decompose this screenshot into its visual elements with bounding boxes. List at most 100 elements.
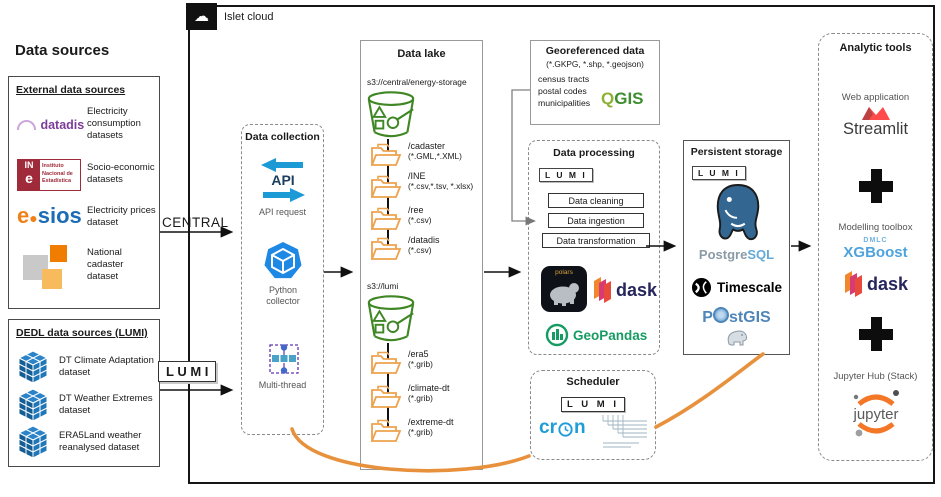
- georeferenced-item: municipalities: [538, 98, 591, 108]
- folder-formats: (*.grib): [408, 427, 433, 437]
- georeferenced-item: census tracts: [538, 74, 590, 84]
- scheduler-title: Scheduler: [566, 376, 620, 388]
- folder-name: /era5: [408, 349, 429, 359]
- multi-thread-icon: [266, 341, 302, 377]
- s3-bucket-icon: [365, 89, 417, 141]
- web-application-label: Web application: [841, 92, 910, 103]
- dataset-label: DT Climate Adaptation dataset: [59, 355, 154, 378]
- dask-logo: dask: [819, 269, 932, 299]
- plus-icon: [859, 169, 893, 203]
- folder-row: [369, 173, 403, 201]
- bucket-name: s3://lumi: [367, 281, 399, 291]
- folder-formats: (*.csv,*.tsv, *.xlsx): [408, 181, 474, 191]
- georeferenced-formats: (*.GKPG, *.shp, *.geojson): [546, 59, 644, 69]
- islet-cloud-box: [188, 5, 935, 484]
- geopandas-icon: [545, 323, 569, 347]
- api-text: API: [271, 172, 294, 188]
- data-sources-title: Data sources: [15, 42, 110, 59]
- cron-clock-icon: [558, 422, 573, 437]
- xgboost-logo: DMLC XGBoost: [843, 237, 908, 261]
- georeferenced-item: postal codes: [538, 86, 587, 96]
- api-request-label: API request: [258, 207, 307, 217]
- folder-name: /climate-dt: [408, 383, 450, 393]
- data-processing-box: Data processing L U M I Data cleaning Da…: [528, 140, 660, 355]
- dask-logo: dask: [592, 275, 657, 305]
- analytic-tools-box: Analytic tools Web application Streamlit…: [818, 33, 933, 461]
- lumi-env-chip: L U M I: [692, 166, 746, 180]
- folder-icon: [370, 143, 402, 166]
- lumi-env-chip: L U M I: [561, 397, 625, 412]
- ine-logo: IN e Instituto Nacional de Estadística: [17, 159, 81, 191]
- persistent-storage-box: Persistent storage L U M I PostgreSQL Ti…: [683, 140, 790, 355]
- central-flow-label: CENTRAL: [162, 215, 229, 230]
- folder-row: [369, 235, 403, 263]
- python-collector-icon: [263, 241, 303, 281]
- dedl-data-sources-box: DEDL data sources (LUMI) DT Climate Adap…: [8, 319, 160, 467]
- bucket-name: s3://central/energy-storage: [367, 77, 467, 87]
- jupyterhub-label: Jupyter Hub (Stack): [833, 371, 918, 382]
- folder-icon: [370, 419, 402, 442]
- data-lake-title: Data lake: [397, 48, 446, 60]
- multi-thread-label: Multi-thread: [258, 380, 307, 390]
- dataset-label: National cadaster dataset: [87, 247, 124, 282]
- qgis-logo: QGIS: [601, 89, 644, 108]
- geopandas-logo: GeoPandas: [545, 323, 647, 347]
- datadis-logo: datadis: [17, 116, 84, 134]
- data-collection-box: Data collection API API request Python c…: [241, 124, 324, 435]
- api-icon: API: [257, 157, 309, 203]
- folder-icon: [370, 351, 402, 374]
- folder-row: [369, 383, 403, 411]
- folder-formats: (*.GML,*.XML): [408, 151, 462, 161]
- dataset-label: Socio-economic datasets: [87, 162, 155, 185]
- data-lake-box: Data lake s3://central/energy-storage: [360, 40, 483, 470]
- folder-name: /INE: [408, 171, 426, 181]
- data-collection-title: Data collection: [245, 131, 320, 143]
- folder-icon: [370, 175, 402, 198]
- folder-connector-line: [387, 343, 389, 429]
- streamlit-wordmark: Streamlit: [842, 120, 909, 138]
- cube-icon: [17, 425, 49, 461]
- timescale-logo: Timescale: [684, 277, 789, 298]
- georeferenced-data-box: Georeferenced data (*.GKPG, *.shp, *.geo…: [530, 40, 660, 125]
- cadaster-logo: [23, 245, 71, 293]
- jupyter-logo: jupyter: [848, 386, 904, 440]
- folder-name: /extreme-dt: [408, 417, 454, 427]
- step-data-transformation: Data transformation: [542, 233, 650, 248]
- step-data-ingestion: Data ingestion: [548, 213, 644, 228]
- islet-cloud-label: Islet cloud: [224, 11, 274, 23]
- postgis-elephant-sketch: [724, 327, 750, 349]
- external-data-sources-title: External data sources: [16, 84, 126, 96]
- analytic-tools-title: Analytic tools: [839, 42, 912, 54]
- streamlit-icon: [861, 105, 891, 121]
- dataset-label: ERA5Land weather reanalysed dataset: [59, 430, 142, 453]
- cube-icon: [17, 388, 49, 424]
- dataset-label: Electricity consumption datasets: [87, 106, 141, 141]
- folder-name: /cadaster: [408, 141, 446, 151]
- dask-icon: [594, 277, 611, 303]
- folder-formats: (*.grib): [408, 359, 433, 369]
- timescale-icon: [691, 277, 712, 298]
- folder-formats: (*.csv): [408, 215, 432, 225]
- data-processing-title: Data processing: [553, 147, 635, 159]
- lumi-flow-label: L U M I: [158, 361, 217, 382]
- folder-icon: [370, 237, 402, 260]
- python-collector-label: Python collector: [266, 285, 300, 306]
- folder-row: [369, 205, 403, 233]
- s3-bucket-icon: [365, 293, 417, 345]
- dask-icon: [844, 271, 862, 297]
- esios-logo: e●sios: [17, 203, 82, 228]
- folder-row: [369, 417, 403, 445]
- persistent-storage-title: Persistent storage: [690, 146, 783, 158]
- folder-name: /ree: [408, 205, 424, 215]
- cube-icon: [17, 350, 49, 386]
- polars-logo: polars: [541, 266, 587, 312]
- modelling-toolbox-label: Modelling toolbox: [838, 222, 913, 233]
- dataset-label: DT Weather Extremes dataset: [59, 393, 153, 416]
- folder-row: [369, 349, 403, 377]
- georeferenced-data-title: Georeferenced data: [545, 45, 645, 57]
- folder-icon: [370, 207, 402, 230]
- jupyter-wordmark: jupyter: [852, 406, 898, 423]
